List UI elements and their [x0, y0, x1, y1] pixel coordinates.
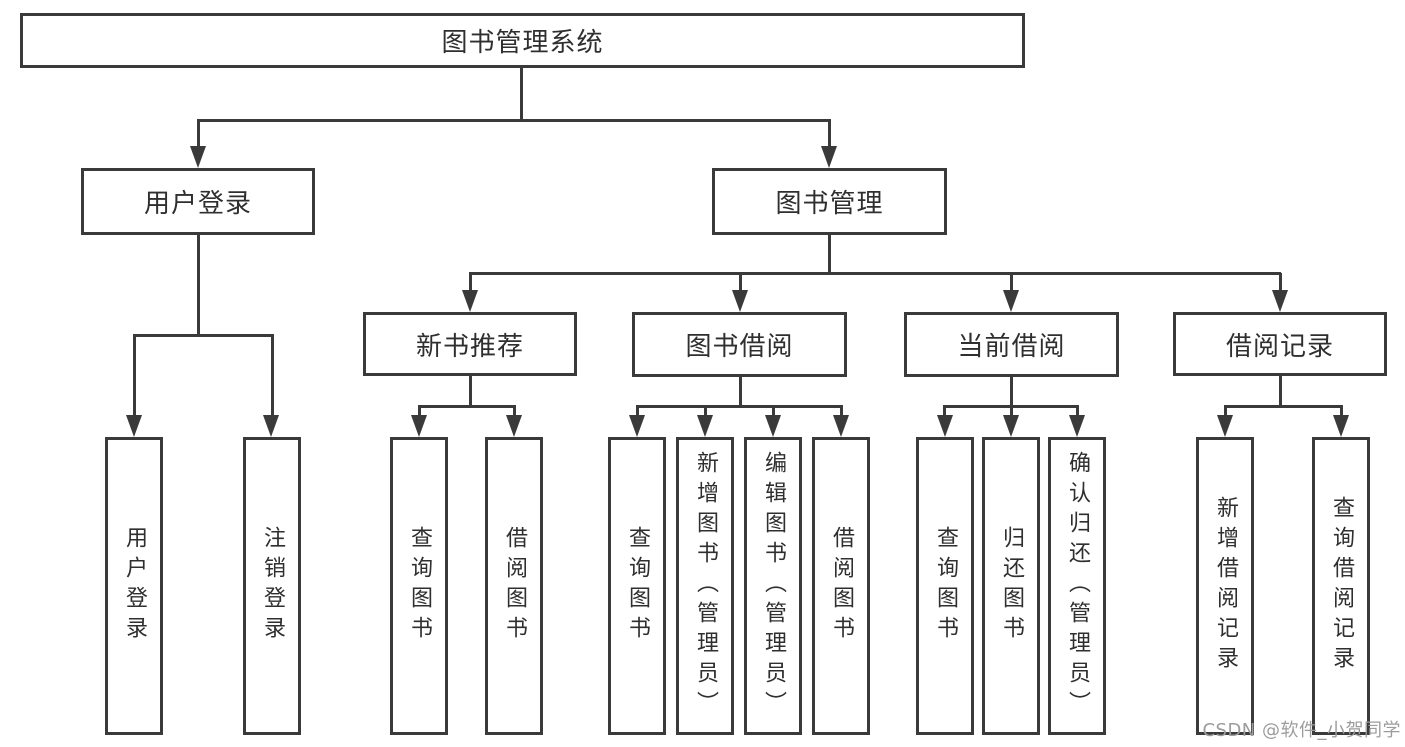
leaf-borrow-edit-books-admin: 编辑图书（管理员） [744, 437, 802, 735]
arrow-down-icon [506, 415, 522, 437]
connector-line [1076, 406, 1079, 416]
arrow-down-icon [1069, 415, 1085, 437]
connector-line [469, 376, 472, 406]
connector-line [469, 272, 1281, 275]
arrow-down-icon [263, 415, 279, 437]
connector-line [469, 273, 472, 291]
connector-line [1010, 406, 1013, 416]
connector-line [513, 406, 516, 416]
connector-line [520, 68, 523, 121]
connector-line [1224, 406, 1227, 416]
connector-line [943, 406, 946, 416]
node-new-book-recommend: 新书推荐 [363, 312, 577, 376]
arrow-down-icon [126, 415, 142, 437]
csdn-watermark: CSDN @软件_小贺同学 [1202, 720, 1401, 741]
connector-line [1279, 376, 1282, 406]
node-borrow-records: 借阅记录 [1173, 312, 1387, 376]
node-book-management: 图书管理 [712, 168, 947, 235]
arrow-down-icon [629, 415, 645, 437]
connector-line [1010, 273, 1013, 291]
leaf-records-add-record: 新增借阅记录 [1196, 437, 1254, 735]
connector-line [133, 335, 136, 417]
arrow-down-icon [1333, 415, 1349, 437]
leaf-borrow-query-books: 查询图书 [608, 437, 666, 735]
arrow-down-icon [821, 146, 837, 168]
connector-line [1279, 273, 1282, 291]
arrow-down-icon [937, 415, 953, 437]
connector-line [636, 405, 843, 408]
connector-line [1340, 406, 1343, 416]
leaf-borrow-borrow-books: 借阅图书 [812, 437, 870, 735]
leaf-records-query-record: 查询借阅记录 [1312, 437, 1370, 735]
leaf-current-confirm-return-admin: 确认归还（管理员） [1048, 437, 1106, 735]
arrow-down-icon [411, 415, 427, 437]
leaf-current-query-books: 查询图书 [916, 437, 974, 735]
connector-line [1010, 377, 1013, 406]
connector-line [704, 406, 707, 416]
connector-line [197, 120, 200, 148]
leaf-current-return-books: 归还图书 [982, 437, 1040, 735]
connector-line [197, 235, 200, 335]
connector-line [828, 235, 831, 273]
connector-line [840, 406, 843, 416]
arrow-down-icon [697, 415, 713, 437]
arrow-down-icon [833, 415, 849, 437]
leaf-recommend-query-books: 查询图书 [390, 437, 448, 735]
arrow-down-icon [190, 146, 206, 168]
leaf-logout: 注销登录 [243, 437, 301, 735]
leaf-borrow-add-books-admin: 新增图书（管理员） [676, 437, 734, 735]
arrow-down-icon [462, 290, 478, 312]
connector-line [418, 405, 516, 408]
connector-line [772, 406, 775, 416]
node-book-borrow: 图书借阅 [632, 312, 847, 377]
connector-line [739, 377, 742, 406]
arrow-down-icon [1003, 290, 1019, 312]
connector-line [418, 406, 421, 416]
connector-line [271, 335, 274, 417]
leaf-user-login: 用户登录 [105, 437, 163, 735]
arrow-down-icon [1272, 290, 1288, 312]
connector-line [739, 273, 742, 291]
arrow-down-icon [732, 290, 748, 312]
node-user-login: 用户登录 [81, 168, 315, 235]
connector-line [1224, 405, 1343, 408]
connector-line [828, 120, 831, 148]
leaf-recommend-borrow-books: 借阅图书 [485, 437, 543, 735]
arrow-down-icon [1003, 415, 1019, 437]
node-current-borrow: 当前借阅 [904, 312, 1119, 377]
arrow-down-icon [765, 415, 781, 437]
connector-line [197, 119, 831, 122]
node-root: 图书管理系统 [20, 13, 1025, 68]
connector-line [636, 406, 639, 416]
arrow-down-icon [1217, 415, 1233, 437]
connector-line [133, 334, 274, 337]
